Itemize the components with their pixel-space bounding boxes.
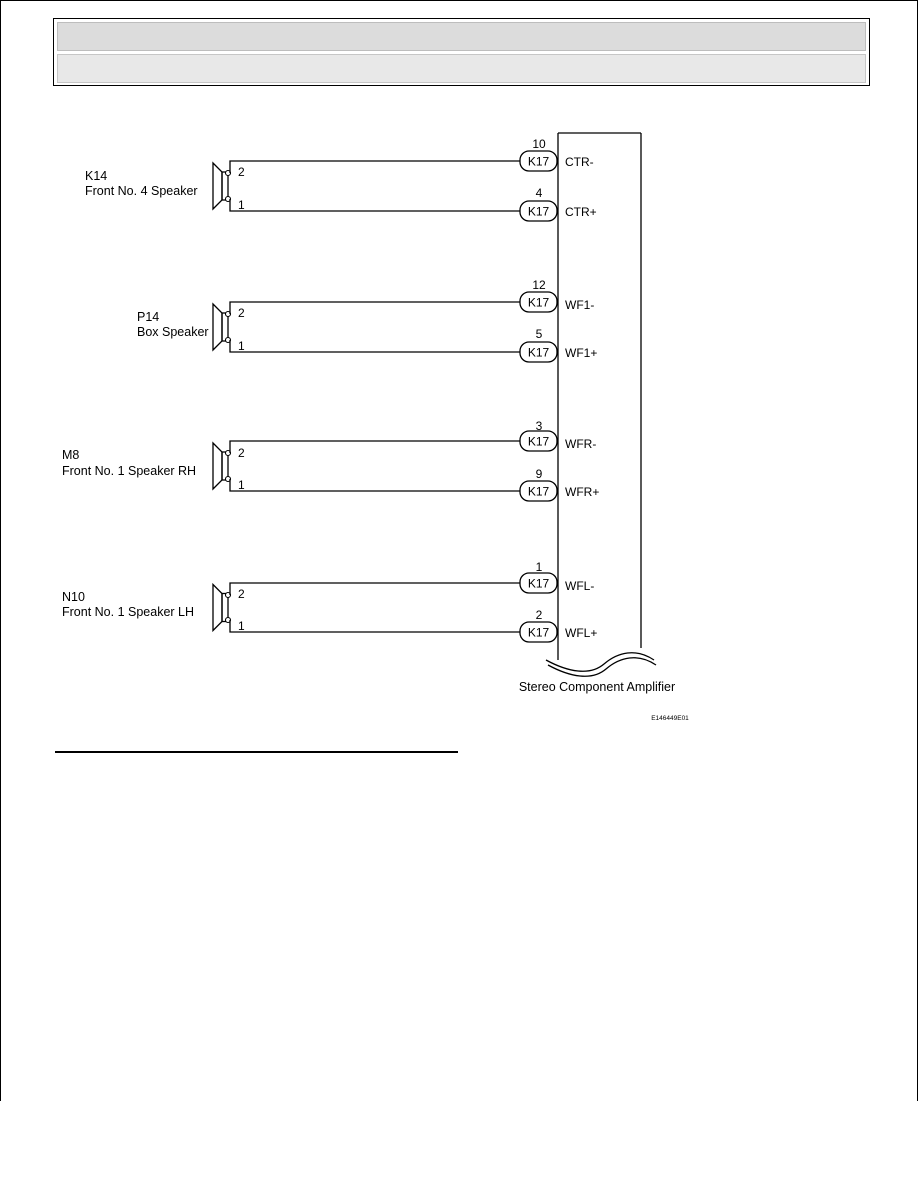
amp-pin-number: 5 xyxy=(536,327,543,341)
speaker-pin-label: 2 xyxy=(238,165,245,179)
speaker-pin-label: 1 xyxy=(238,339,245,353)
header-subtitle-bar xyxy=(57,54,866,83)
amp-pin-number: 9 xyxy=(536,467,543,481)
connector-label: K17 xyxy=(528,205,550,219)
connector-k17: K17 xyxy=(519,291,558,313)
speaker-group-n10: N10 Front No. 1 Speaker LH 2 1 K17 K17 1… xyxy=(62,560,597,643)
connector-label: K17 xyxy=(528,346,550,360)
connector-k17: K17 xyxy=(519,341,558,363)
amplifier-label: Stereo Component Amplifier xyxy=(519,680,675,694)
signal-label: CTR- xyxy=(565,155,594,169)
connector-k17: K17 xyxy=(519,150,558,172)
speaker-pin-label: 2 xyxy=(238,446,245,460)
speaker-pin-label: 1 xyxy=(238,198,245,212)
amp-pin-number: 2 xyxy=(536,608,543,622)
signal-label: WF1+ xyxy=(565,346,597,360)
speaker-group-m8: M8 Front No. 1 Speaker RH 2 1 K17 K17 3 … xyxy=(62,419,599,502)
signal-label: WFL- xyxy=(565,579,594,593)
speaker-code: P14 xyxy=(137,310,159,324)
speaker-code: N10 xyxy=(62,590,85,604)
amp-pin-number: 4 xyxy=(536,186,543,200)
amp-pin-number: 1 xyxy=(536,560,543,574)
speaker-icon xyxy=(212,582,232,633)
signal-label: CTR+ xyxy=(565,205,597,219)
connector-k17: K17 xyxy=(519,200,558,222)
signal-label: WFR- xyxy=(565,437,596,451)
connector-k17: K17 xyxy=(519,480,558,502)
wiring-diagram: Stereo Component Amplifier E146449E01 K1… xyxy=(62,132,689,722)
figure-id: E146449E01 xyxy=(651,715,689,722)
speaker-icon xyxy=(212,302,232,352)
speaker-name: Front No. 1 Speaker LH xyxy=(62,605,194,619)
amp-pin-number: 10 xyxy=(532,137,546,151)
signal-label: WFL+ xyxy=(565,626,597,640)
amplifier-box xyxy=(545,132,657,677)
wire-pair xyxy=(229,301,520,353)
amp-pin-number: 3 xyxy=(536,419,543,433)
header-title-bar xyxy=(57,22,866,51)
speaker-pin-label: 2 xyxy=(238,306,245,320)
section-divider xyxy=(55,751,458,753)
connector-label: K17 xyxy=(528,435,550,449)
speaker-group-p14: P14 Box Speaker 2 1 K17 K17 12 5 WF1- WF… xyxy=(137,278,597,363)
speaker-pin-label: 2 xyxy=(238,587,245,601)
wire-pair xyxy=(229,160,520,212)
wire-pair xyxy=(229,440,520,492)
amp-pin-number: 12 xyxy=(532,278,546,292)
speaker-pin-label: 1 xyxy=(238,478,245,492)
speaker-name: Front No. 4 Speaker xyxy=(85,184,198,198)
connector-k17: K17 xyxy=(519,572,558,594)
connector-label: K17 xyxy=(528,626,550,640)
connector-k17: K17 xyxy=(519,621,558,643)
connector-label: K17 xyxy=(528,577,550,591)
connector-label: K17 xyxy=(528,155,550,169)
connector-label: K17 xyxy=(528,485,550,499)
speaker-icon xyxy=(212,441,232,491)
connector-label: K17 xyxy=(528,296,550,310)
signal-label: WFR+ xyxy=(565,485,599,499)
connector-k17: K17 xyxy=(519,430,558,452)
speaker-name: Box Speaker xyxy=(137,325,209,339)
header-box xyxy=(53,18,870,86)
speaker-pin-label: 1 xyxy=(238,619,245,633)
signal-label: WF1- xyxy=(565,298,594,312)
speaker-name: Front No. 1 Speaker RH xyxy=(62,464,196,478)
speaker-group-k14: K14 Front No. 4 Speaker 2 1 K17 K17 10 4… xyxy=(85,137,597,222)
speaker-code: M8 xyxy=(62,448,79,462)
speaker-icon xyxy=(212,161,232,211)
speaker-code: K14 xyxy=(85,169,107,183)
wire-pair xyxy=(229,582,520,633)
